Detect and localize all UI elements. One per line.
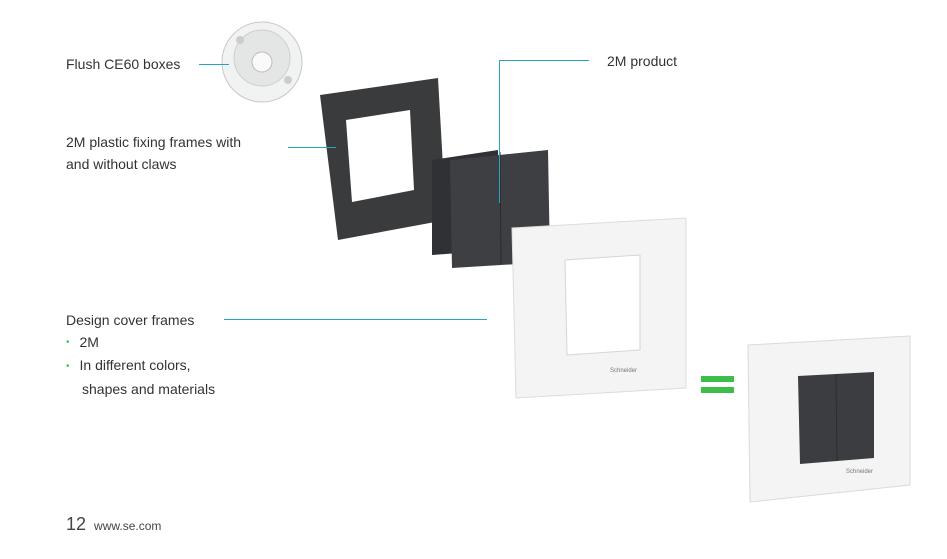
svg-text:Schneider: Schneider <box>610 368 637 374</box>
cover-frame-image: Schneider <box>511 217 687 399</box>
cover-bullet-item: •2M <box>66 334 99 350</box>
fixing-frames-line2: and without claws <box>66 156 177 172</box>
fixing-frame-image <box>320 78 446 240</box>
label-flush-boxes: Flush CE60 boxes <box>66 56 181 72</box>
page-footer: 12 www.se.com <box>66 514 161 535</box>
leader-line-product-v <box>499 60 500 203</box>
flush-box-image <box>221 21 303 103</box>
label-fixing-frames: 2M plastic fixing frames with and withou… <box>66 131 241 175</box>
leader-line-cover <box>224 319 487 320</box>
fixing-frames-line1: 2M plastic fixing frames with <box>66 134 242 150</box>
leader-line-boxes <box>199 64 229 65</box>
label-2m-product: 2M product <box>607 53 678 69</box>
page-number: 12 <box>66 514 87 534</box>
leader-line-product-h <box>499 60 589 61</box>
label-cover-frames: Design cover frames •2M •In different co… <box>66 309 215 400</box>
svg-text:Schneider: Schneider <box>846 469 873 475</box>
assembled-switch-image: Schneider <box>747 335 911 503</box>
cover-frames-title: Design cover frames <box>66 312 195 328</box>
bullet-text: 2M <box>79 334 99 350</box>
leader-line-frames <box>288 147 336 148</box>
cover-bullet-continuation: shapes and materials <box>82 380 216 397</box>
footer-url: www.se.com <box>94 519 162 533</box>
bullet-text: In different colors, <box>79 357 191 374</box>
equals-icon <box>701 376 734 393</box>
cover-bullet-item: •In different colors, <box>66 357 191 374</box>
